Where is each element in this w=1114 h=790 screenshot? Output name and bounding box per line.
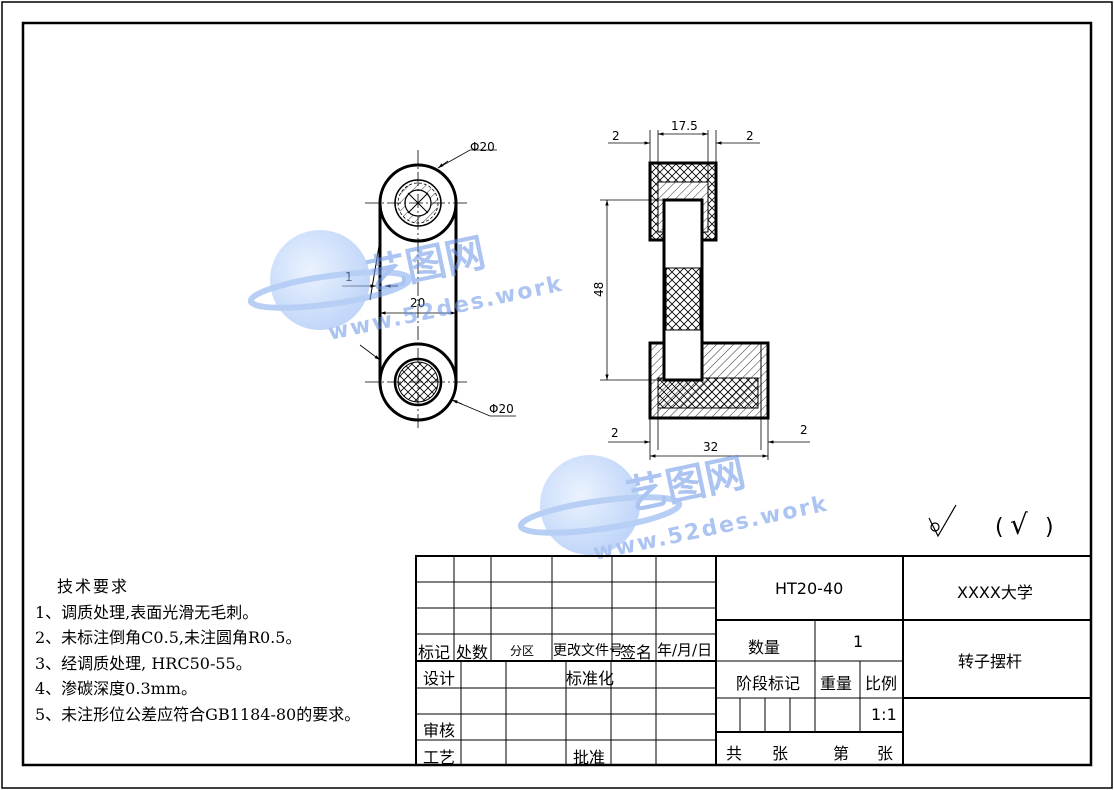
watermark-1: 艺图网 www.52des.work <box>247 230 566 346</box>
material-value: HT20-40 <box>775 579 844 598</box>
quantity-value: 1 <box>853 632 864 651</box>
title-block-grid <box>415 555 1092 766</box>
technical-notes: 技术要求 1、调质处理,表面光滑无毛刺。 2、未标注倒角C0.5,未注圆角R0.… <box>35 574 360 728</box>
dim-bottom-left: 2 <box>611 426 619 440</box>
dim-phi-top: Φ20 <box>470 140 495 154</box>
dim-phi-bottom: Φ20 <box>489 402 514 416</box>
note-item: 1、调质处理,表面光滑无毛刺。 <box>35 602 259 622</box>
sheet-unit-label: 张 <box>877 744 894 763</box>
watermark-2: 艺图网 www.52des.work <box>517 450 831 566</box>
section-dims <box>600 130 810 460</box>
dim-top-left: 2 <box>612 129 620 143</box>
school-name: XXXX大学 <box>957 583 1033 602</box>
dim-center-width: 20 <box>410 296 425 310</box>
note-item: 5、未注形位公差应符合GB1184-80的要求。 <box>35 704 361 724</box>
rev-zone-label: 分区 <box>510 644 535 658</box>
standard-label: 标准化 <box>566 669 615 688</box>
approve-label: 批准 <box>573 748 606 767</box>
note-item: 3、经调质处理, HRC50-55。 <box>35 653 252 673</box>
process-label: 工艺 <box>423 748 456 767</box>
roughness-symbol <box>928 504 957 538</box>
roughness-paren-open: ( <box>995 515 1004 540</box>
dim-top-right: 2 <box>746 129 754 143</box>
part-name: 转子摆杆 <box>958 652 1023 671</box>
rev-count-label: 处数 <box>456 643 489 662</box>
sheets-unit-label: 张 <box>772 744 789 763</box>
dim-height: 48 <box>592 282 606 297</box>
stage-label: 阶段标记 <box>736 674 801 693</box>
quantity-label: 数量 <box>748 638 781 657</box>
note-item: 2、未标注倒角C0.5,未注圆角R0.5。 <box>35 628 302 648</box>
design-label: 设计 <box>423 669 456 688</box>
rev-sign-label: 签名 <box>620 643 653 662</box>
watermark-cn-1: 艺图网 <box>363 230 490 300</box>
sheets-total-label: 共 <box>726 744 743 763</box>
dim-top-width: 17.5 <box>671 119 698 133</box>
note-item: 4、渗碳深度0.3mm。 <box>35 679 197 699</box>
dim-bottom-width: 32 <box>703 440 718 454</box>
front-view <box>342 149 516 430</box>
weight-label: 重量 <box>820 674 853 693</box>
review-label: 审核 <box>423 721 456 740</box>
sheet-no-label: 第 <box>833 744 850 763</box>
rev-date-label: 年/月/日 <box>657 641 713 659</box>
scale-label: 比例 <box>865 674 898 693</box>
rev-doc-label: 更改文件号 <box>553 643 623 659</box>
roughness-check: √ <box>1010 508 1028 541</box>
notes-title: 技术要求 <box>57 577 130 596</box>
dim-bottom-right: 2 <box>800 423 808 437</box>
scale-value: 1:1 <box>871 705 897 724</box>
rev-mark-label: 标记 <box>418 643 451 662</box>
watermark-cn-2: 艺图网 <box>623 450 750 520</box>
roughness-paren-close: ) <box>1045 515 1054 540</box>
section-view <box>648 161 770 420</box>
